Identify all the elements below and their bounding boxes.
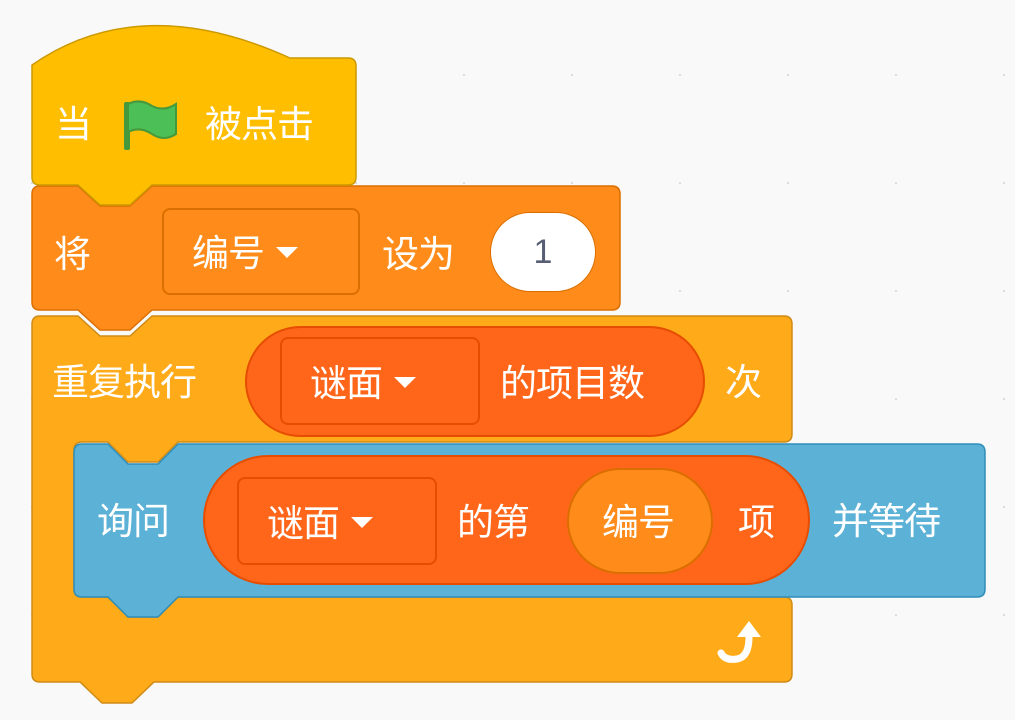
item-suffix-label: 项 — [738, 501, 775, 544]
repeat-suffix-label: 次 — [725, 361, 762, 404]
index-variable-reporter[interactable]: 编号 — [567, 468, 713, 574]
index-variable-label: 编号 — [602, 501, 675, 544]
hat-suffix-label: 被点击 — [205, 103, 314, 146]
list-length-suffix: 的项目数 — [500, 362, 645, 405]
ask-suffix-label: 并等待 — [832, 500, 941, 543]
list-dropdown-label: 谜面 — [310, 362, 383, 405]
list-length-reporter[interactable]: 谜面 的项目数 — [245, 326, 705, 437]
list-dropdown-label: 谜面 — [267, 502, 340, 545]
repeat-prefix-label: 重复执行 — [52, 361, 197, 404]
list-dropdown[interactable]: 谜面 — [237, 477, 437, 565]
chevron-down-icon — [276, 247, 298, 258]
variable-dropdown-value: 编号 — [192, 235, 298, 272]
list-dropdown-value: 谜面 — [267, 505, 373, 542]
item-middle-label: 的第 — [457, 501, 530, 544]
list-dropdown-value: 谜面 — [310, 365, 416, 402]
hat-prefix-label: 当 — [55, 103, 92, 146]
variable-dropdown[interactable]: 编号 — [162, 208, 360, 295]
variable-dropdown-label: 编号 — [192, 232, 265, 275]
chevron-down-icon — [394, 377, 416, 388]
list-dropdown[interactable]: 谜面 — [280, 337, 480, 425]
chevron-down-icon — [351, 517, 373, 528]
ask-prefix-label: 询问 — [97, 500, 170, 543]
set-value-text: 1 — [533, 232, 553, 271]
list-item-reporter[interactable]: 谜面 的第 编号 项 — [203, 455, 810, 585]
set-middle-label: 设为 — [382, 233, 455, 276]
hat-block-shape[interactable] — [31, 24, 357, 206]
loop-arrow-icon — [717, 621, 761, 663]
set-value-input[interactable]: 1 — [490, 212, 596, 292]
green-flag-icon[interactable] — [120, 98, 180, 154]
set-prefix-label: 将 — [54, 233, 91, 276]
